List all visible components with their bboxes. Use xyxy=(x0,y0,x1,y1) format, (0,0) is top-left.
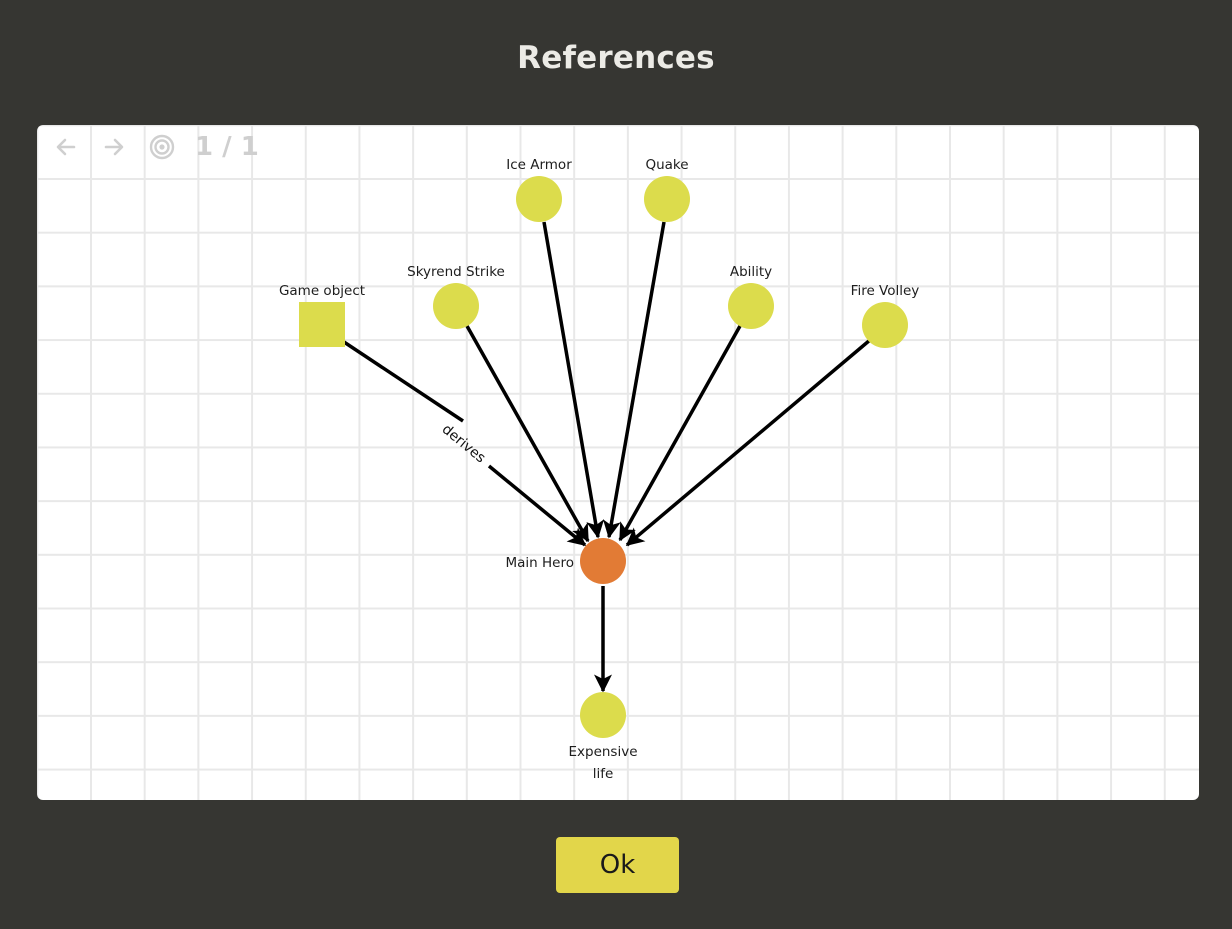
edge-quake-main-hero[interactable] xyxy=(602,221,666,539)
arrow-left-icon xyxy=(56,138,76,156)
node-skyrend-strike[interactable]: Skyrend Strike xyxy=(407,264,505,329)
node-label-skyrend-strike: Skyrend Strike xyxy=(407,264,505,280)
edge-ability-main-hero[interactable] xyxy=(618,325,742,542)
node-fire-volley[interactable]: Fire Volley xyxy=(851,283,920,348)
node-label-game-object: Game object xyxy=(279,283,365,299)
arrow-right-icon xyxy=(104,138,124,156)
graph-toolbar: 1 / 1 xyxy=(49,131,259,163)
target-icon xyxy=(149,134,175,160)
dialog-title: References xyxy=(517,40,715,76)
node-ice-armor[interactable]: Ice Armor xyxy=(506,157,572,222)
node-label-ability: Ability xyxy=(730,264,772,280)
reference-graph: derives Ice Armor Quake Skyrend Strike xyxy=(279,157,919,782)
ok-button[interactable]: Ok xyxy=(556,837,679,893)
node-expensive-life[interactable]: Expensive life xyxy=(568,692,638,782)
node-label-expensive-life-line1: Expensive xyxy=(568,744,637,760)
graph-nodes: Ice Armor Quake Skyrend Strike Ability G… xyxy=(279,157,919,782)
node-label-expensive-life-line2: life xyxy=(593,766,614,782)
node-quake[interactable]: Quake xyxy=(644,157,690,222)
edge-label-derives: derives xyxy=(439,421,489,466)
edge-ice-armor-main-hero[interactable] xyxy=(542,221,605,539)
edge-game-object-main-hero-tail[interactable] xyxy=(487,464,587,547)
node-label-main-hero: Main Hero xyxy=(506,555,575,571)
edge-game-object-main-hero[interactable] xyxy=(343,340,464,423)
forward-button[interactable] xyxy=(97,131,131,163)
node-label-ice-armor: Ice Armor xyxy=(506,157,572,173)
page-indicator: 1 / 1 xyxy=(195,132,259,162)
graph-canvas[interactable]: 1 / 1 derives xyxy=(37,125,1199,800)
edge-fire-volley-main-hero[interactable] xyxy=(625,338,872,547)
center-button[interactable] xyxy=(145,131,179,163)
node-main-hero[interactable]: Main Hero xyxy=(506,538,627,584)
graph-edges: derives xyxy=(343,221,872,693)
edge-skyrend-strike-main-hero[interactable] xyxy=(465,325,590,543)
node-label-fire-volley: Fire Volley xyxy=(851,283,920,299)
node-game-object[interactable]: Game object xyxy=(279,283,365,347)
back-button[interactable] xyxy=(49,131,83,163)
node-label-quake: Quake xyxy=(645,157,688,173)
node-ability[interactable]: Ability xyxy=(728,264,774,329)
